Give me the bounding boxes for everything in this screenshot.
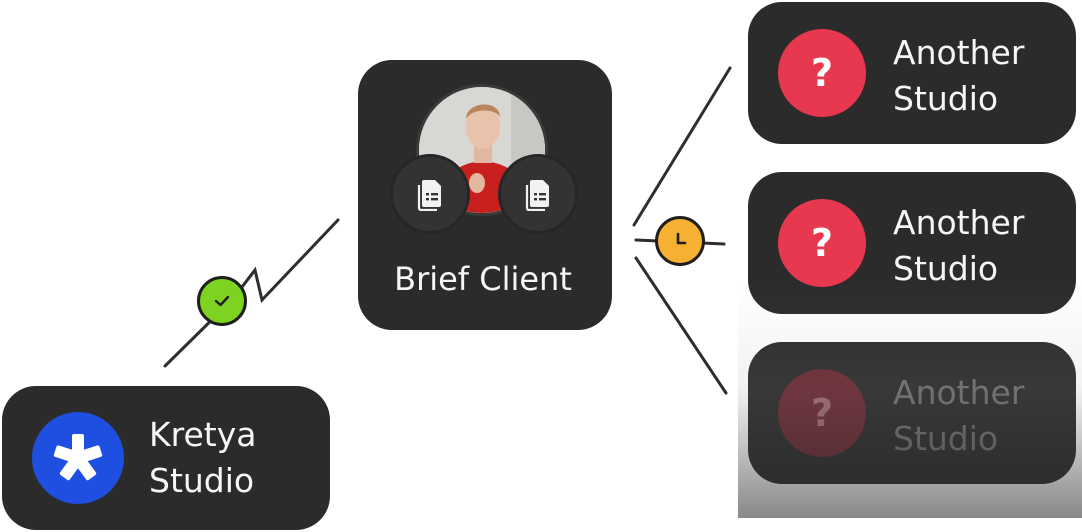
- question-icon: ?: [778, 369, 866, 457]
- another-studio-label-1: Another Studio: [893, 30, 1024, 122]
- question-icon: ?: [778, 199, 866, 287]
- connector-brief-studio-1: [632, 66, 732, 227]
- another-studio-label-2: Another Studio: [893, 200, 1024, 292]
- another-studio-card-2[interactable]: ? Another Studio: [748, 172, 1076, 314]
- kretya-line-1: Kretya: [149, 415, 257, 454]
- question-mark: ?: [810, 51, 834, 95]
- question-mark: ?: [810, 221, 834, 265]
- studio-2-line-2: Studio: [893, 249, 999, 288]
- brief-client-title: Brief Client: [394, 260, 572, 298]
- another-studio-card-1[interactable]: ? Another Studio: [748, 2, 1076, 144]
- brief-client-card[interactable]: Brief Client: [358, 60, 612, 330]
- kretya-studio-label: Kretya Studio: [149, 412, 256, 504]
- connector-brief-studio-3: [634, 256, 728, 395]
- studio-3-line-2: Studio: [893, 419, 999, 458]
- kretya-line-2: Studio: [149, 461, 255, 500]
- studio-2-line-1: Another: [893, 203, 1025, 242]
- clock-icon: [676, 232, 687, 245]
- document-button-left[interactable]: [390, 154, 470, 234]
- another-studio-label-3: Another Studio: [893, 370, 1024, 462]
- kretya-studio-card[interactable]: Kretya Studio: [2, 386, 330, 530]
- studio-1-line-2: Studio: [893, 79, 999, 118]
- check-icon: [214, 295, 230, 307]
- question-icon: ?: [778, 29, 866, 117]
- clock-badge: [655, 216, 705, 266]
- document-button-right[interactable]: [498, 154, 578, 234]
- studio-3-line-1: Another: [893, 373, 1025, 412]
- document-icon: [525, 180, 549, 211]
- document-icon: [417, 180, 441, 211]
- question-mark: ?: [810, 391, 834, 435]
- asterisk-logo-icon: [32, 412, 124, 504]
- connector-kretya-brief: [163, 218, 340, 368]
- studio-1-line-1: Another: [893, 33, 1025, 72]
- check-badge: [197, 276, 247, 326]
- another-studio-card-3[interactable]: ? Another Studio: [748, 342, 1076, 484]
